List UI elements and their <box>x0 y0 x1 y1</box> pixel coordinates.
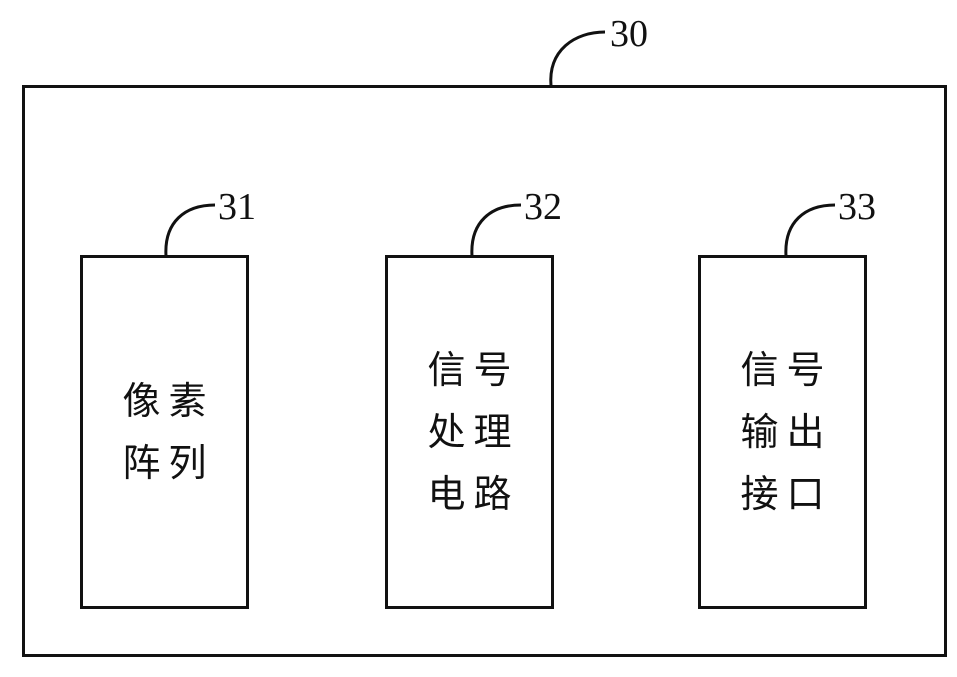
module-text-line: 信号 <box>427 348 520 392</box>
ref-label-31: 31 <box>218 186 256 228</box>
module-text-line: 阵列 <box>122 441 215 485</box>
ref-label-33: 33 <box>838 186 876 228</box>
signal-output-interface-box: 信号 输出 接口 <box>698 255 867 609</box>
ref-label-32: 32 <box>524 186 562 228</box>
leader-line-30 <box>549 30 606 87</box>
leader-line-32 <box>470 203 522 257</box>
module-text-line: 信号 <box>740 348 833 392</box>
leader-line-33 <box>784 203 836 257</box>
leader-line-31 <box>164 203 216 257</box>
module-text-line: 电路 <box>427 472 520 516</box>
module-text-line: 接口 <box>740 472 833 516</box>
ref-label-30: 30 <box>610 13 648 55</box>
signal-processing-circuit-box: 信号 处理 电路 <box>385 255 554 609</box>
module-text-line: 处理 <box>427 410 520 454</box>
module-text-line: 像素 <box>122 379 215 423</box>
module-text-line: 输出 <box>740 410 833 454</box>
pixel-array-box: 像素 阵列 <box>80 255 249 609</box>
